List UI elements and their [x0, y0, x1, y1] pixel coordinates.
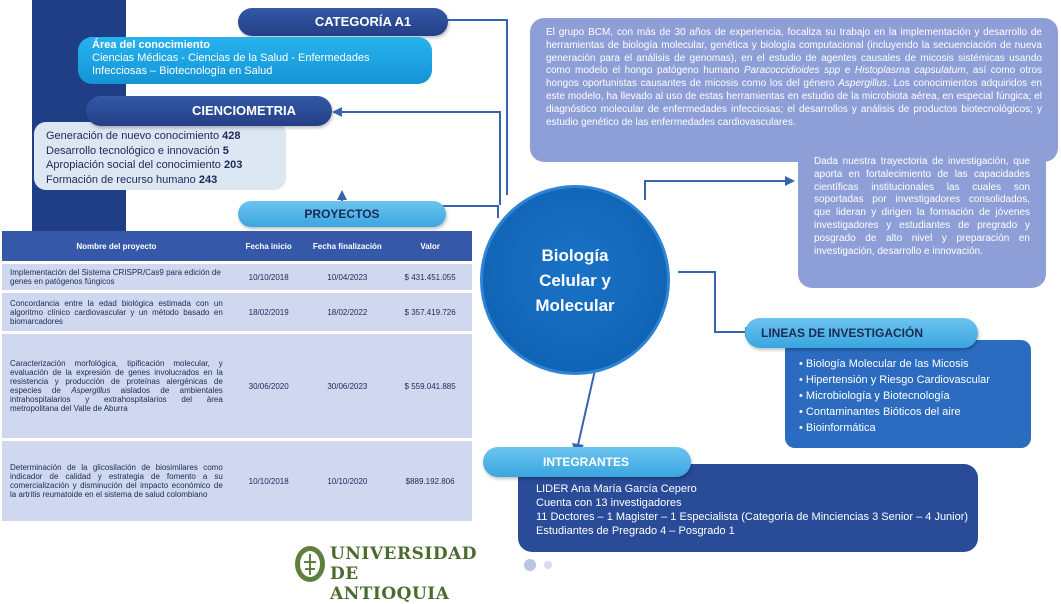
header-fecha-inicio: Fecha inicio: [230, 231, 307, 261]
cienciometria-item: Desarrollo tecnológico e innovación 5: [46, 144, 229, 157]
university-logo: UNIVERSIDAD DE ANTIOQUIA: [292, 542, 477, 604]
logo-line2: DE ANTIOQUIA: [330, 564, 450, 604]
integrantes-line: Cuenta con 13 investigadores: [536, 497, 682, 509]
logo-line1: UNIVERSIDAD: [330, 544, 477, 564]
description-box: El grupo BCM, con más de 30 años de expe…: [530, 18, 1058, 162]
cienciometria-box: Generación de nuevo conocimiento 428 Des…: [34, 122, 286, 190]
center-line1: Biología: [541, 245, 609, 265]
linea-item: • Bioinformática: [799, 422, 876, 434]
cienciometria-pill: CIENCIOMETRIA: [86, 96, 332, 126]
project-start: 10/10/2018: [230, 441, 307, 521]
project-start: 10/10/2018: [230, 264, 307, 290]
project-name: Determinación de la glicosilación de bio…: [2, 441, 231, 521]
seal-icon: [295, 546, 325, 582]
area-title: Área del conocimiento: [92, 39, 210, 51]
project-end: 10/04/2023: [306, 264, 389, 290]
project-value: $ 431.451.055: [388, 264, 472, 290]
linea-item: • Biología Molecular de las Micosis: [799, 358, 969, 370]
project-start: 18/02/2019: [230, 293, 307, 331]
categoria-pill: CATEGORÍA A1: [238, 8, 448, 36]
decorative-dots: [524, 559, 552, 571]
project-name: Implementación del Sistema CRISPR/Cas9 p…: [2, 264, 231, 290]
header-valor: Valor: [388, 231, 472, 261]
area-text: Ciencias Médicas - Ciencias de la Salud …: [92, 52, 370, 77]
table-row: Concordancia entre la edad biológica est…: [2, 293, 472, 331]
proyectos-table: Nombre del proyecto Fecha inicio Fecha f…: [2, 228, 472, 524]
linea-item: • Contaminantes Bióticos del aire: [799, 406, 961, 418]
integrantes-line: LIDER Ana María García Cepero: [536, 483, 697, 495]
project-end: 30/06/2023: [306, 334, 389, 438]
lineas-box: • Biología Molecular de las Micosis • Hi…: [785, 340, 1031, 448]
area-conocimiento-box: Área del conocimiento Ciencias Médicas -…: [78, 37, 432, 84]
table-row: Caracterización morfológica, tipificació…: [2, 334, 472, 438]
cienciometria-item: Generación de nuevo conocimiento 428: [46, 130, 241, 142]
project-end: 18/02/2022: [306, 293, 389, 331]
trayectoria-box: Dada nuestra trayectoria de investigació…: [798, 150, 1046, 288]
project-end: 10/10/2020: [306, 441, 389, 521]
project-value: $ 559.041.885: [388, 334, 472, 438]
table-header-row: Nombre del proyecto Fecha inicio Fecha f…: [2, 231, 472, 261]
center-line2: Celular y: [539, 270, 611, 290]
linea-item: • Hipertensión y Riesgo Cardiovascular: [799, 374, 990, 386]
center-line3: Molecular: [535, 295, 615, 315]
header-fecha-fin: Fecha finalización: [306, 231, 389, 261]
project-name: Concordancia entre la edad biológica est…: [2, 293, 231, 331]
center-circle: Biología Celular y Molecular: [480, 185, 670, 375]
linea-item: • Microbiología y Biotecnología: [799, 390, 950, 402]
project-start: 30/06/2020: [230, 334, 307, 438]
project-value: $ 357.419.726: [388, 293, 472, 331]
project-value: $889.192.806: [388, 441, 472, 521]
integrantes-pill: INTEGRANTES: [483, 447, 691, 477]
header-nombre: Nombre del proyecto: [2, 231, 231, 261]
table-row: Determinación de la glicosilación de bio…: [2, 441, 472, 521]
project-name: Caracterización morfológica, tipificació…: [2, 334, 231, 438]
cienciometria-item: Apropiación social del conocimiento 203: [46, 159, 243, 171]
integrantes-line: 11 Doctores – 1 Magister – 1 Especialist…: [536, 511, 969, 523]
lineas-pill: LINEAS DE INVESTIGACIÓN: [745, 318, 978, 348]
proyectos-pill: PROYECTOS: [238, 201, 446, 227]
cienciometria-item: Formación de recurso humano 243: [46, 173, 218, 186]
integrantes-line: Estudiantes de Pregrado 4 – Posgrado 1: [536, 525, 735, 537]
integrantes-box: LIDER Ana María García Cepero Cuenta con…: [518, 464, 978, 552]
table-row: Implementación del Sistema CRISPR/Cas9 p…: [2, 264, 472, 290]
